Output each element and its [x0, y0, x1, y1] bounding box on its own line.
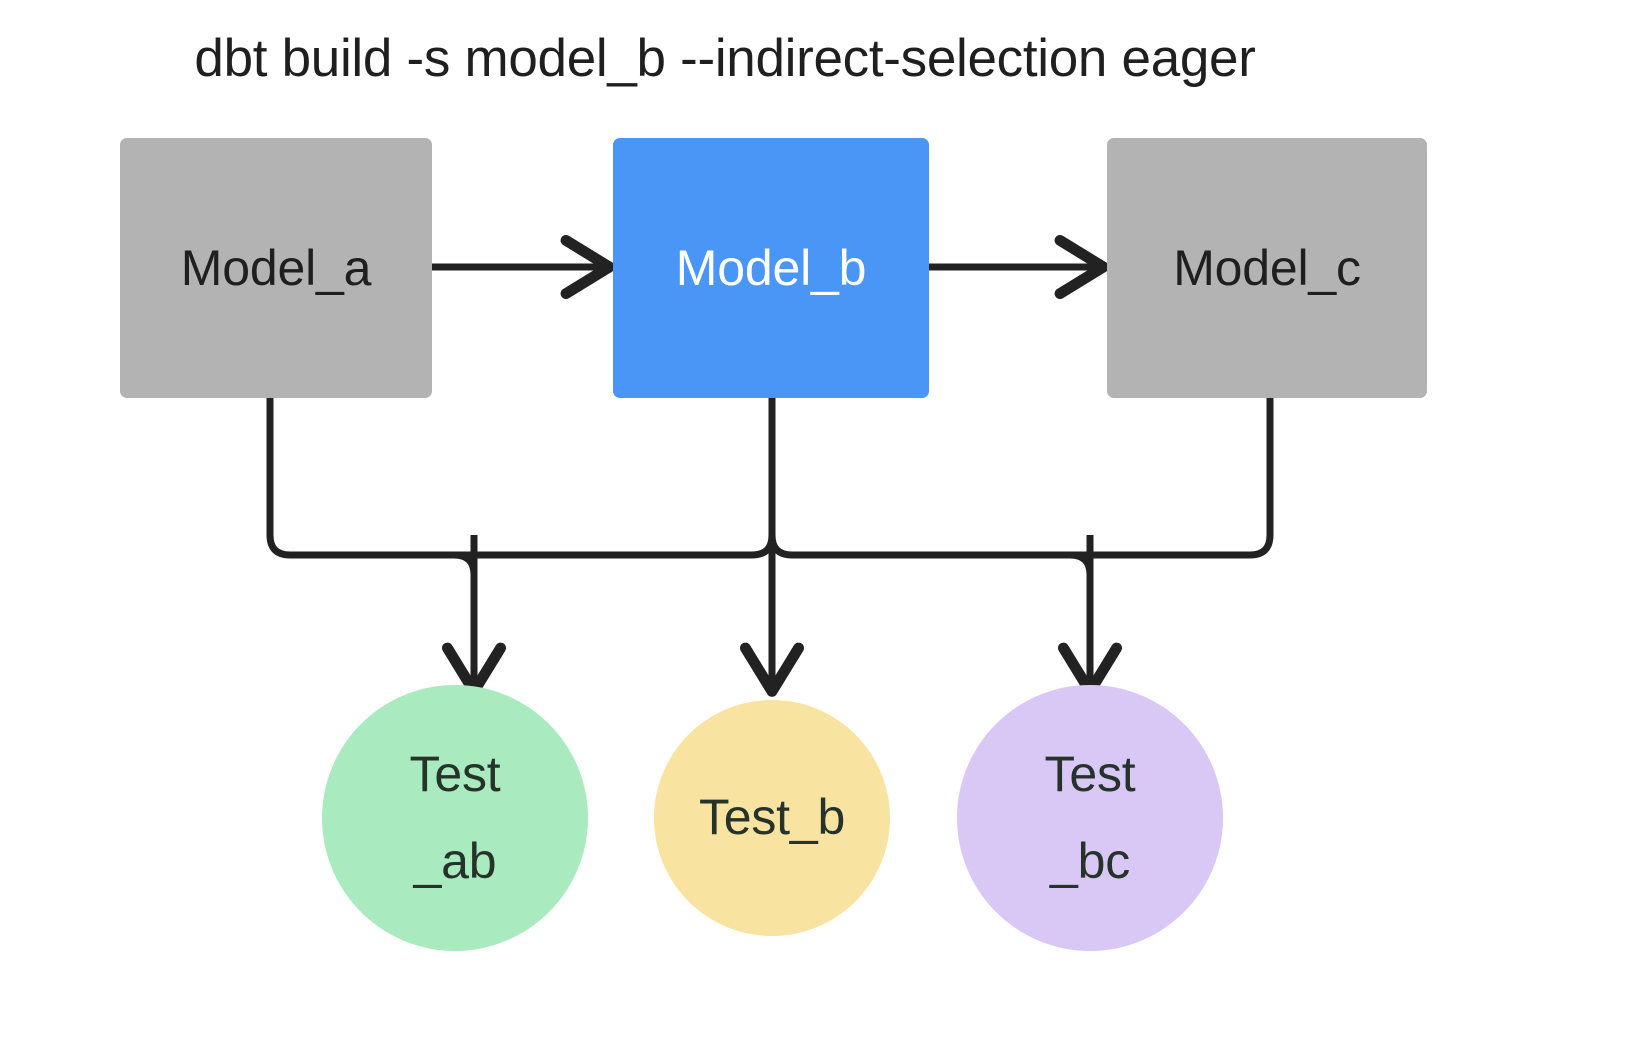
edge-model-b-to-test-ab	[474, 398, 776, 559]
model-node-model-c[interactable]: Model_c	[1107, 138, 1427, 398]
edge-model-b-to-test-bc	[768, 398, 1132, 559]
model-node-label: Model_a	[180, 240, 372, 296]
model-node-model-b[interactable]: Model_b	[613, 138, 929, 398]
edge-model-c-to-test-bc	[1132, 398, 1274, 559]
model-node-label: Model_b	[675, 240, 867, 296]
test-node-test-b[interactable]: Test_b	[654, 700, 890, 936]
edge-right-junction-curve	[1069, 551, 1094, 576]
model-node-model-a[interactable]: Model_a	[120, 138, 432, 398]
test-node-label-line-2: _bc	[1049, 833, 1130, 889]
test-node-label-line-2: _ab	[413, 833, 497, 889]
edge-left-junction-curve	[453, 551, 478, 576]
test-node-label-line-1: Test	[409, 745, 501, 802]
test-node-label: Test_b	[699, 774, 845, 862]
test-node-label-line-1: Test	[1044, 745, 1136, 802]
test-node-label: Test _ab	[410, 731, 501, 906]
diagram-title: dbt build -s model_b --indirect-selectio…	[194, 29, 1256, 88]
model-node-label: Model_c	[1173, 240, 1361, 296]
test-node-label: Test _bc	[1045, 731, 1136, 906]
test-node-test-ab[interactable]: Test _ab	[322, 685, 588, 951]
edge-model-a-to-test-ab	[266, 398, 474, 559]
test-node-label-line-1: Test_b	[698, 789, 846, 846]
test-node-test-bc[interactable]: Test _bc	[957, 685, 1223, 951]
